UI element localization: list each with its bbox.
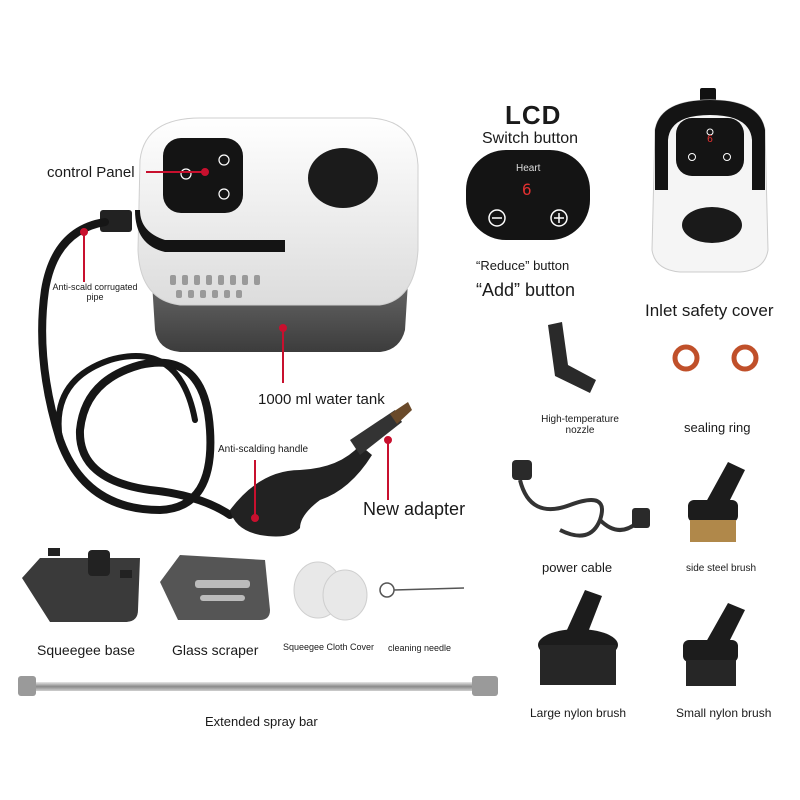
control-panel-screen <box>163 138 243 213</box>
front-display-digit: 6 <box>707 134 714 145</box>
switch-button-label: Switch button <box>482 130 579 147</box>
plus-icon <box>550 209 568 227</box>
power-cable-label: power cable <box>542 560 613 575</box>
lcd-detail <box>466 150 590 240</box>
extended-spray-bar-art <box>18 676 498 696</box>
plug <box>512 460 532 480</box>
corrugated-hose <box>38 218 234 519</box>
high-temp-nozzle-label: High-temperature nozzle <box>540 414 620 436</box>
display-digit: 6 <box>522 180 532 199</box>
anti-scalding-handle-label: Anti-scalding handle <box>218 444 309 455</box>
hose-connector <box>100 210 132 232</box>
water-tank-label: 1000 ml water tank <box>258 391 385 408</box>
power-icon <box>180 168 192 180</box>
anti-scalding-handle-art <box>230 402 412 537</box>
sealing-rings-art <box>672 344 759 372</box>
power-icon <box>706 128 714 136</box>
cleaning-needle-label: cleaning needle <box>388 643 452 653</box>
cleaning-needle-art <box>379 582 465 598</box>
anti-scald-pipe-line2: pipe <box>86 292 104 302</box>
iec-connector <box>632 508 650 528</box>
squeegee-cloth-cover-art <box>293 561 368 621</box>
power-cable-art <box>518 479 642 538</box>
sealing-ring-label: sealing ring <box>684 420 751 435</box>
black-band <box>135 210 285 252</box>
vent-grille <box>170 275 260 298</box>
plus-icon <box>218 154 230 166</box>
large-nylon-brush-label: Large nylon brush <box>530 706 627 720</box>
small-nylon-brush-label: Small nylon brush <box>676 706 772 720</box>
high-temp-nozzle-line2: nozzle <box>565 425 595 436</box>
anti-scald-pipe-line1: Anti-scald corrugated <box>52 282 138 292</box>
anti-scald-pipe-label: Anti-scald corrugated pipe <box>50 282 140 302</box>
minus-icon <box>218 188 230 200</box>
heart-label: Heart <box>516 163 541 174</box>
plus-icon <box>723 153 731 161</box>
large-nylon-brush-art <box>538 590 618 685</box>
high-temp-nozzle-line1: High-temperature <box>541 414 619 425</box>
steam-cleaner-unit <box>100 117 419 352</box>
squeegee-base-art <box>22 548 140 622</box>
add-button-label: “Add” button <box>476 280 576 300</box>
annotation-lines <box>80 168 392 522</box>
side-steel-brush-art <box>688 462 745 542</box>
fill-port <box>308 148 378 208</box>
minus-icon <box>688 153 696 161</box>
inlet-safety-cover-label: Inlet safety cover <box>645 301 774 320</box>
squeegee-base-label: Squeegee base <box>37 642 136 658</box>
side-steel-brush-label: side steel brush <box>686 563 757 574</box>
glass-scraper-label: Glass scraper <box>172 642 259 658</box>
reduce-button-label: “Reduce” button <box>476 258 570 273</box>
lcd-label: LCD <box>505 100 562 130</box>
glass-scraper-art <box>160 555 270 620</box>
unit-front-view <box>651 88 769 273</box>
control-panel-label: control Panel <box>47 164 135 181</box>
minus-icon <box>488 209 506 227</box>
high-temperature-nozzle-art <box>548 322 596 393</box>
new-adapter-label: New adapter <box>363 499 466 519</box>
small-nylon-brush-art <box>683 603 745 686</box>
extended-spray-bar-label: Extended spray bar <box>205 714 318 729</box>
squeegee-cloth-cover-label: Squeegee Cloth Cover <box>283 642 375 652</box>
